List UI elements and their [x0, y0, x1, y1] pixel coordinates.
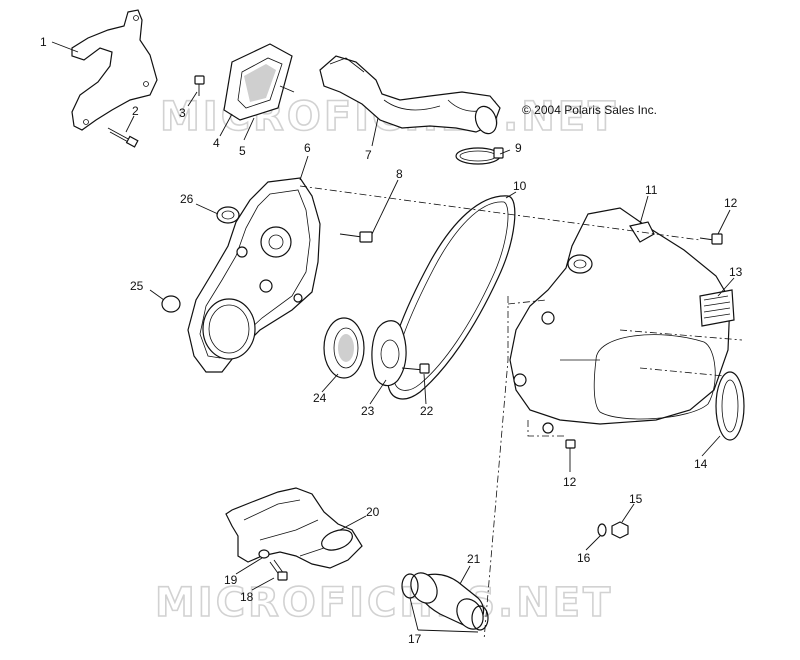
callout-1: 1: [40, 35, 47, 49]
callout-9: 9: [515, 141, 522, 155]
plug-part-25: [161, 295, 181, 313]
callout-19: 19: [224, 573, 238, 587]
callout-24: 24: [313, 391, 327, 405]
seal-part-24: [323, 317, 365, 379]
callout-12-bottom: 12: [563, 475, 577, 489]
decal-part-13: [699, 289, 735, 327]
callout-6: 6: [304, 141, 311, 155]
drive-belt-part: [386, 195, 516, 400]
assembly-lines: [299, 185, 743, 641]
callout-10: 10: [513, 179, 527, 193]
outlet-duct-part: [225, 487, 363, 569]
callout-21: 21: [467, 552, 481, 566]
screw-part-3: [194, 75, 205, 96]
hose-clamp-part: [455, 147, 504, 165]
callout-20: 20: [366, 505, 380, 519]
callout-13: 13: [729, 265, 743, 279]
callout-15: 15: [629, 492, 643, 506]
callout-25: 25: [130, 279, 144, 293]
callout-26: 26: [180, 192, 194, 206]
bolt-part-18: [269, 559, 288, 581]
callout-18: 18: [240, 590, 254, 604]
callout-3: 3: [179, 106, 186, 120]
plate-part-23: [371, 320, 407, 387]
clamp-part-17b: [471, 605, 489, 631]
watermark-bottom: MICROFICHES.NET: [155, 580, 613, 626]
callout-17: 17: [408, 632, 422, 646]
intake-hose-part: [319, 55, 501, 135]
callout-4: 4: [213, 136, 220, 150]
callout-8: 8: [396, 167, 403, 181]
callout-14: 14: [694, 457, 708, 471]
callout-7: 7: [365, 148, 372, 162]
callout-22: 22: [420, 404, 434, 418]
bracket-part: [71, 9, 158, 131]
inner-clutch-cover: [187, 177, 321, 373]
screw-part-22: [401, 363, 430, 374]
nut-part-15: [611, 521, 629, 539]
bolt-part-2: [107, 127, 139, 148]
bolt-part-8: [339, 231, 373, 243]
bolt-part-12-bottom: [565, 439, 576, 460]
washer-part-19: [258, 549, 270, 559]
outer-clutch-cover: [509, 207, 731, 434]
callout-16: 16: [577, 551, 591, 565]
washer-part-16: [597, 523, 607, 537]
callout-labels: 1 2 3 4 5 6 7 8 9 10 11 12 13 14 12 15 1…: [40, 35, 743, 646]
callout-23: 23: [361, 404, 375, 418]
callout-11: 11: [645, 183, 658, 197]
disc-part-14: [715, 371, 745, 441]
duct-seal-part: [223, 43, 295, 121]
leader-lines: [51, 41, 735, 633]
callout-5: 5: [239, 144, 246, 158]
callout-2: 2: [132, 104, 139, 118]
bolt-part-12-top: [699, 233, 723, 245]
copyright-text: © 2004 Polaris Sales Inc.: [522, 103, 657, 117]
callout-12-top: 12: [724, 196, 738, 210]
